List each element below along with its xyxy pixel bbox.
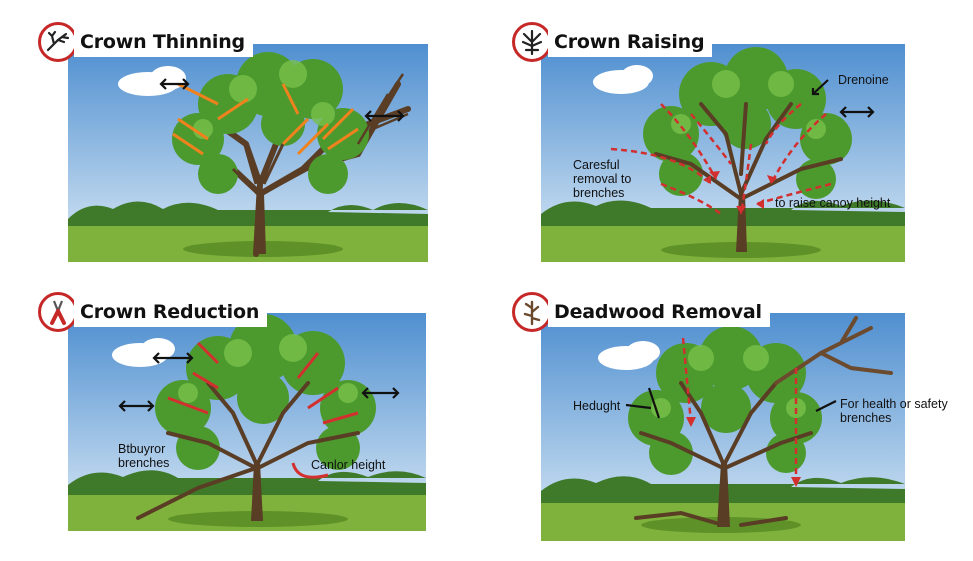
spacing-arrows xyxy=(159,78,405,122)
red-cut-arrows xyxy=(167,341,359,479)
crown-reduction-illustration xyxy=(68,313,426,531)
tree-silhouette-icon xyxy=(512,22,552,62)
annotation-height: Hedught xyxy=(573,399,621,413)
panel-title-crown-thinning: Crown Thinning xyxy=(38,22,253,62)
panel-title-deadwood-removal: Deadwood Removal xyxy=(512,292,770,332)
crown-thinning-illustration xyxy=(68,44,428,262)
panel-crown-raising xyxy=(541,44,905,262)
tree xyxy=(643,47,852,252)
spacing-arrows xyxy=(118,352,400,412)
panel-deadwood-removal xyxy=(541,313,905,541)
annotation-health-safety: For health or safety brenches xyxy=(840,397,948,425)
panel-title-crown-reduction: Crown Reduction xyxy=(38,292,268,332)
panel-title-crown-raising: Crown Raising xyxy=(512,22,713,62)
spacing-arrows xyxy=(811,79,875,118)
panel-title-text: Crown Raising xyxy=(548,27,713,57)
panel-crown-reduction xyxy=(68,313,426,531)
annotation-careful-removal: Caresful removal to brenches xyxy=(573,158,632,200)
red-cut-arrows xyxy=(681,337,798,483)
panel-title-text: Crown Thinning xyxy=(74,27,253,57)
crown-raising-illustration xyxy=(541,44,905,262)
pruning-shears-icon xyxy=(38,292,78,332)
branch-icon xyxy=(38,22,78,62)
dead-branch xyxy=(774,316,893,385)
deadwood-removal-illustration xyxy=(541,313,905,541)
dead-branch-icon xyxy=(512,292,552,332)
tree xyxy=(136,314,376,521)
annotation-boundary-branches: Btbuyror brenches xyxy=(118,442,170,470)
annotation-canopy-height: Canlor height xyxy=(311,458,386,472)
annotation-raise-canopy: to raise canoy height xyxy=(775,196,891,210)
arrowheads xyxy=(703,171,777,214)
panel-title-text: Crown Reduction xyxy=(74,297,268,327)
panel-title-text: Deadwood Removal xyxy=(548,297,770,327)
annotation-drainage: Drenoine xyxy=(838,73,889,87)
panel-crown-thinning xyxy=(68,44,428,262)
tree xyxy=(172,52,411,257)
orange-cut-arrows xyxy=(172,82,359,156)
arrowheads xyxy=(686,417,801,487)
label-pointers xyxy=(625,387,837,419)
